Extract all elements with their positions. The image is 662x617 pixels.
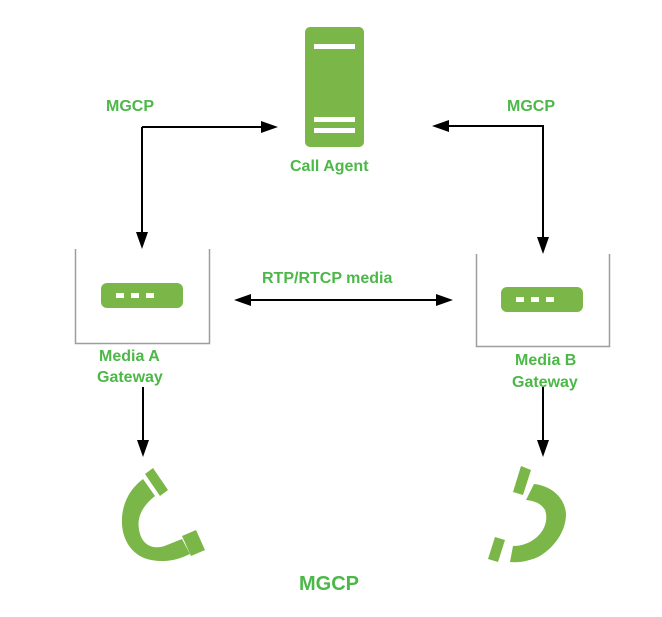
left-mgcp-arrow <box>136 121 278 249</box>
media-b-label-line2: Gateway <box>512 374 578 391</box>
media-a-gateway-box[interactable] <box>74 249 211 345</box>
arrowhead-left <box>234 294 251 306</box>
gateway-device-icon <box>501 287 583 312</box>
right-mgcp-arrow <box>432 120 549 254</box>
diagram-title: MGCP <box>299 573 359 595</box>
phone-handset-icon[interactable] <box>488 466 566 563</box>
media-a-label-line1: Media A <box>99 348 160 365</box>
right-mgcp-label: MGCP <box>507 98 555 115</box>
media-b-gateway-box[interactable] <box>475 254 611 348</box>
media-double-arrow <box>234 294 453 306</box>
arrowhead-right <box>436 294 453 306</box>
arrowhead-right <box>261 121 278 133</box>
media-a-to-phone-arrow <box>137 387 149 457</box>
phone-handset-icon[interactable] <box>121 468 205 562</box>
server-icon[interactable] <box>305 27 364 147</box>
arrowhead-down <box>136 232 148 249</box>
gateway-device-icon <box>101 283 183 308</box>
left-mgcp-label: MGCP <box>106 98 154 115</box>
media-b-label-line1: Media B <box>515 352 577 369</box>
media-a-label-line2: Gateway <box>97 369 163 386</box>
arrowhead-down <box>537 237 549 254</box>
media-link-label: RTP/RTCP media <box>262 270 393 287</box>
media-b-to-phone-arrow <box>537 387 549 457</box>
arrowhead-left <box>432 120 449 132</box>
call-agent-label: Call Agent <box>290 158 369 175</box>
